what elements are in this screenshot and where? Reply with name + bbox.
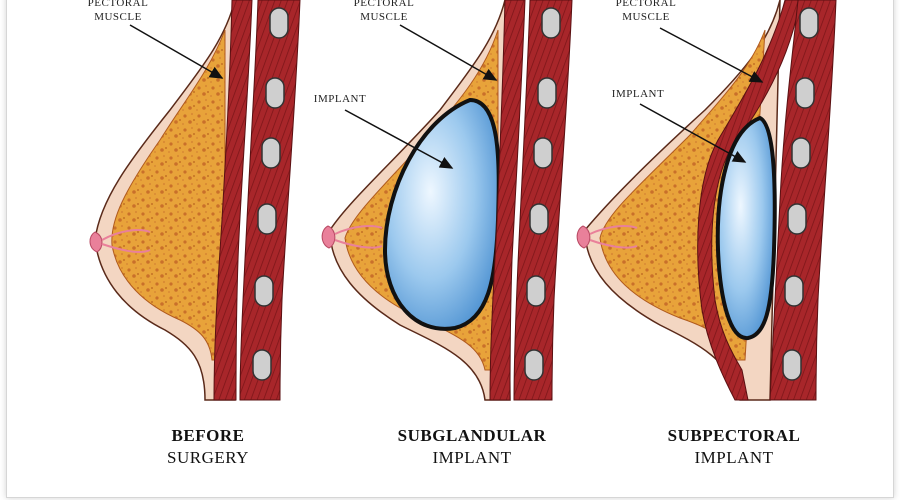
caption-line1: SUBGLANDULAR — [397, 426, 547, 445]
caption-line2: IMPLANT — [694, 448, 774, 467]
muscle-label-subpectoral: PECTORAL MUSCLE — [606, 0, 686, 24]
caption-line1: SUBPECTORAL — [667, 426, 801, 445]
nipple — [321, 225, 336, 249]
ribs — [252, 7, 289, 381]
nipple — [576, 225, 591, 249]
caption-line1: BEFORE — [171, 426, 245, 445]
implant-label-subpectoral: IMPLANT — [611, 88, 665, 100]
muscle-label-line2: MUSCLE — [94, 11, 142, 23]
muscle-label-subglandular: PECTORAL MUSCLE — [344, 0, 424, 24]
caption-before-surgery: BEFORE SURGERY — [108, 425, 308, 469]
pectoral-muscle — [213, 0, 253, 401]
muscle-label-line2: MUSCLE — [360, 11, 408, 23]
caption-line2: SURGERY — [167, 448, 249, 467]
panel-subpectoral-implant — [576, 0, 837, 401]
nipple — [89, 231, 103, 253]
panel-subglandular-implant — [321, 0, 573, 401]
implant — [382, 97, 501, 331]
muscle-label-line2: MUSCLE — [622, 11, 670, 23]
panel-before-surgery — [89, 0, 301, 401]
ribs — [782, 7, 819, 381]
muscle-label-line1: PECTORAL — [87, 0, 149, 9]
implant — [715, 115, 777, 340]
caption-subglandular: SUBGLANDULAR IMPLANT — [372, 425, 572, 469]
muscle-label-line1: PECTORAL — [615, 0, 677, 9]
gland-fat — [111, 29, 226, 361]
muscle-label-line1: PECTORAL — [353, 0, 415, 9]
caption-line2: IMPLANT — [432, 448, 512, 467]
caption-subpectoral: SUBPECTORAL IMPLANT — [634, 425, 834, 469]
implant-label-subglandular: IMPLANT — [313, 93, 367, 105]
pectoral-muscle — [489, 0, 526, 401]
muscle-label-before: PECTORAL MUSCLE — [78, 0, 158, 24]
ribs — [524, 7, 561, 381]
